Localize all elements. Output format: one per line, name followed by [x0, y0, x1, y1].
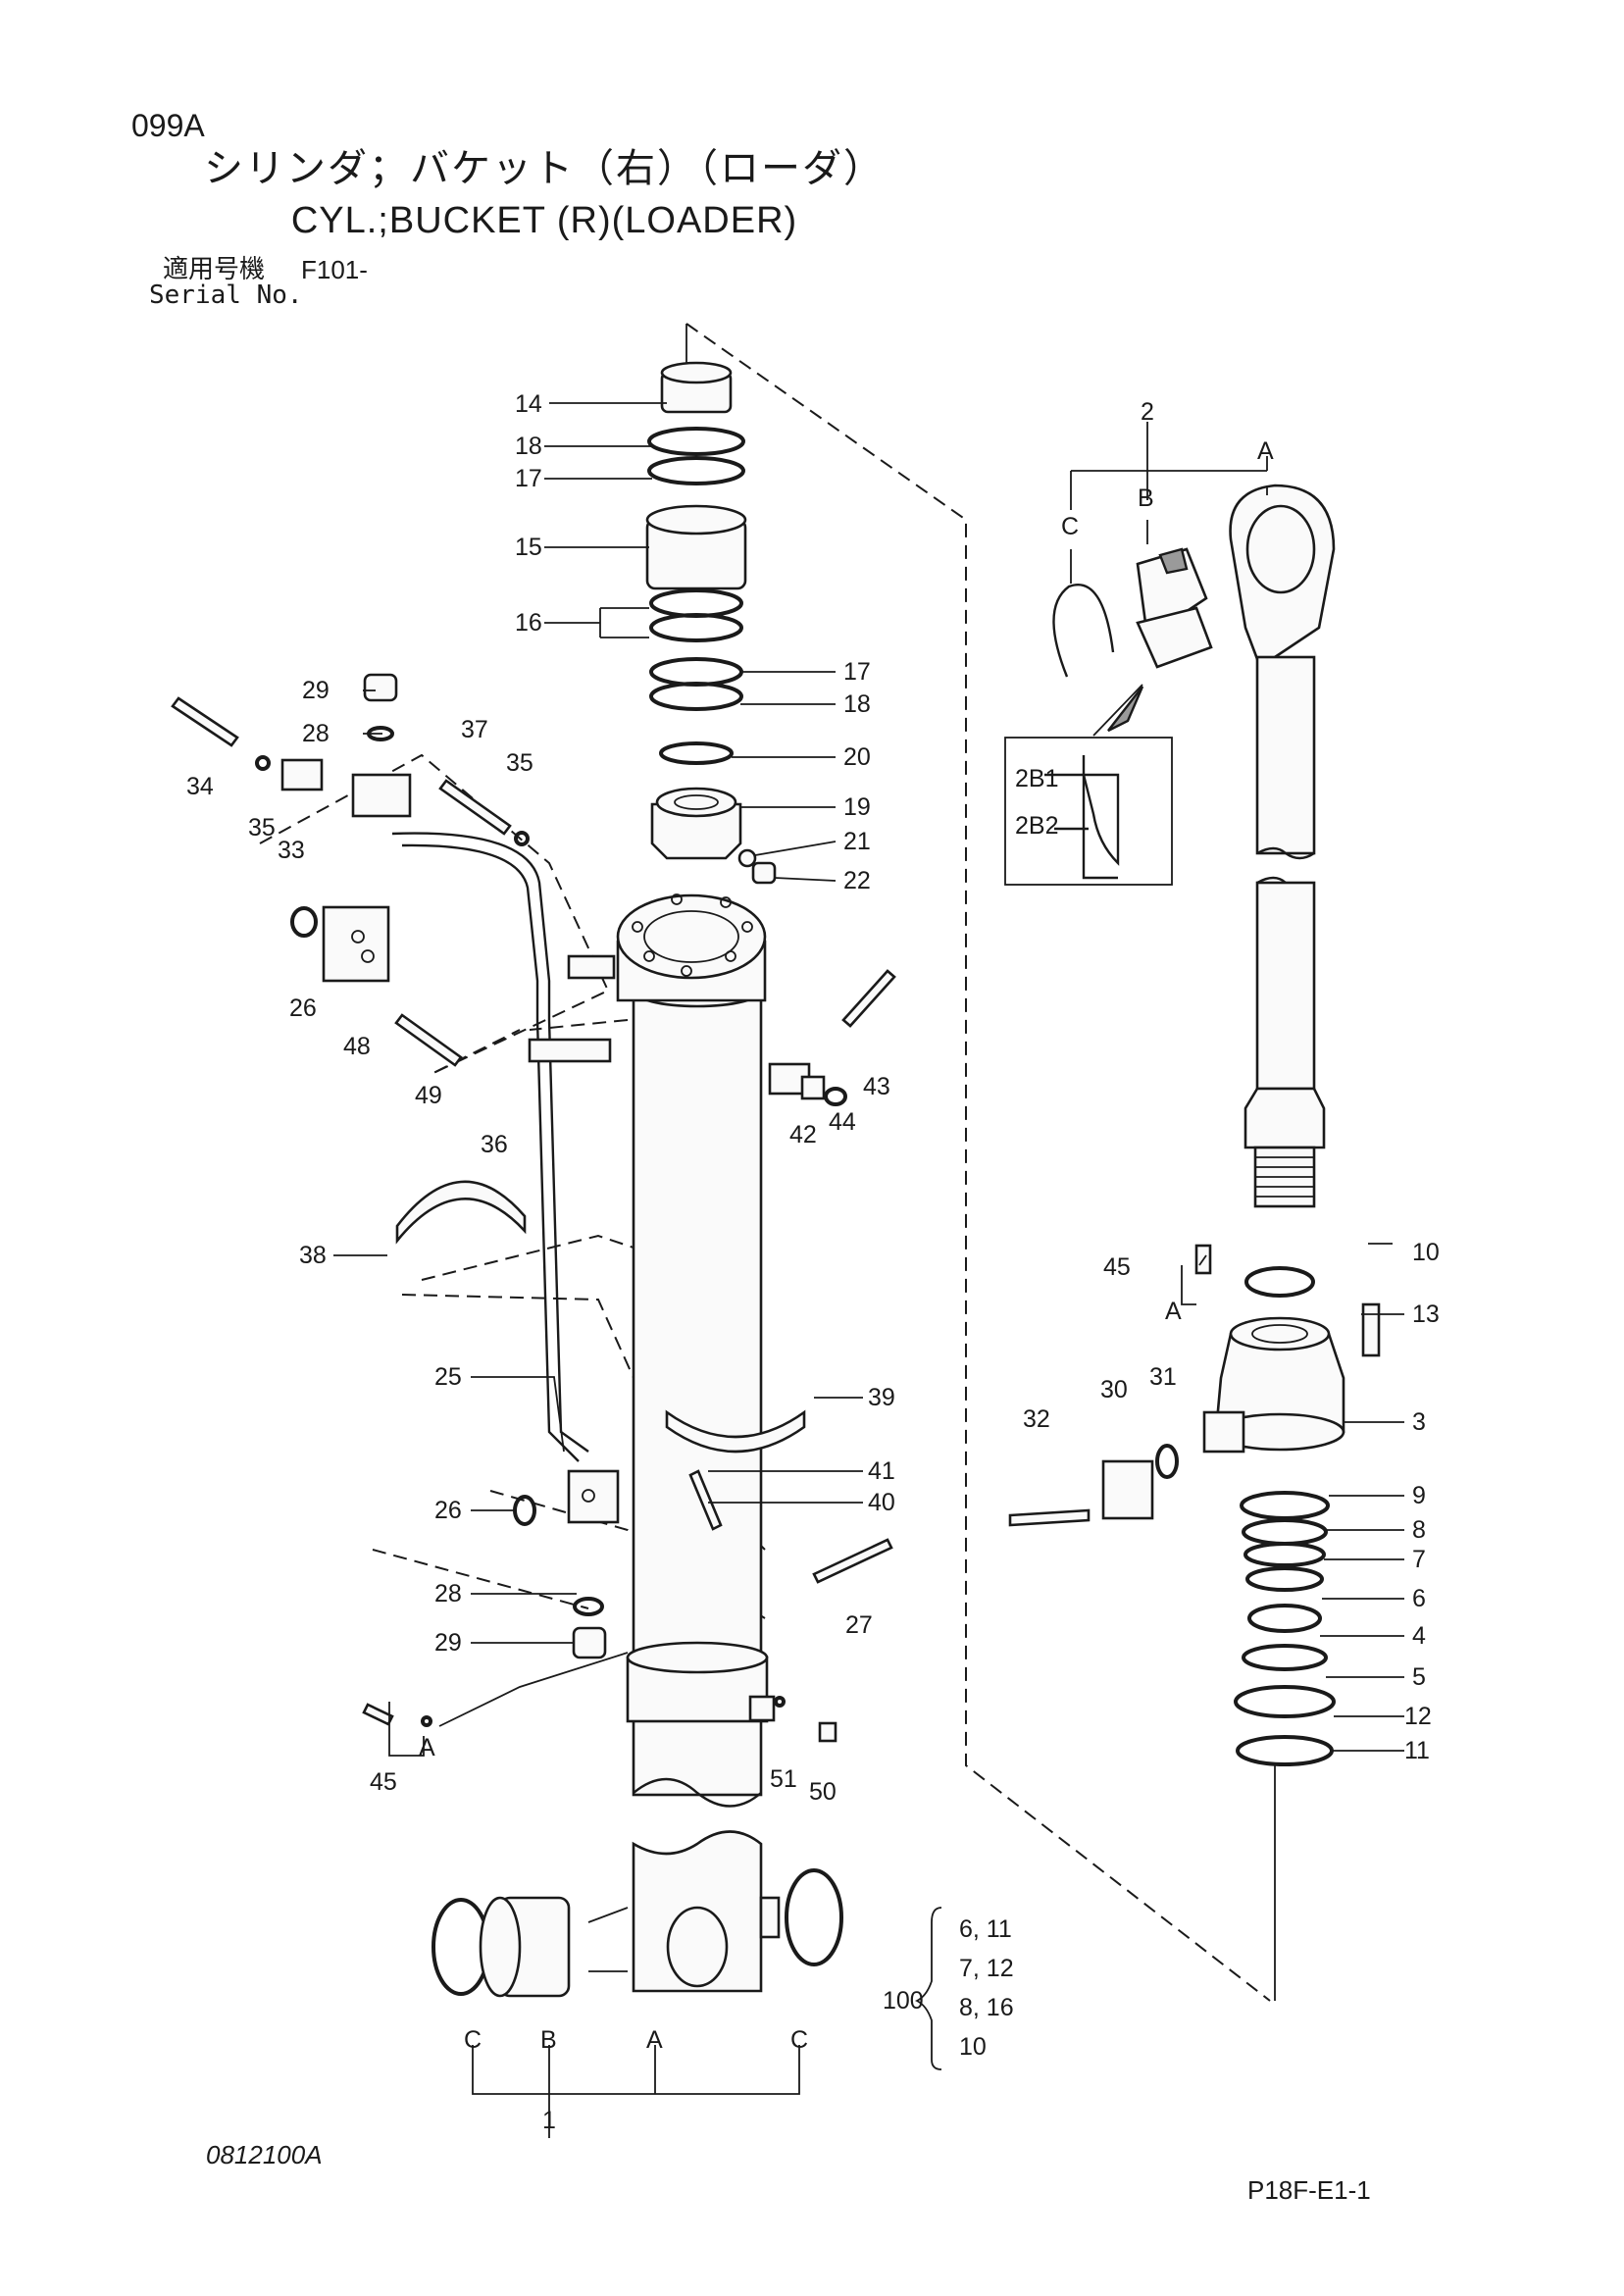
callout-11: 11 [1404, 1737, 1430, 1764]
kit-item-3: 8, 16 [959, 1994, 1014, 2021]
callout-18: 18 [515, 433, 542, 460]
callout-10: 10 [1412, 1239, 1440, 1266]
callout-25: 25 [434, 1363, 462, 1391]
callout-29: 29 [302, 677, 330, 704]
callout-38: 38 [299, 1242, 327, 1269]
callout-31: 31 [1149, 1363, 1177, 1391]
serial-label-english: Serial No. [149, 281, 303, 310]
detail-label-2b1: 2B1 [1015, 765, 1058, 792]
callout-26: 26 [289, 995, 317, 1022]
callout-32: 32 [1023, 1405, 1050, 1433]
callout-27: 27 [845, 1611, 873, 1639]
callout-44: 44 [829, 1108, 856, 1136]
callout-17: 17 [515, 465, 542, 492]
callout-19: 19 [843, 793, 871, 821]
serial-label-japanese: 適用号機 [163, 255, 266, 284]
callout-35-right: 35 [506, 749, 533, 777]
head-stack-parts [645, 361, 777, 885]
callout-8: 8 [1412, 1516, 1426, 1544]
leader-lines [333, 402, 1404, 2138]
callout-17-lower: 17 [843, 658, 871, 686]
kit-number: 100 [883, 1987, 924, 2015]
kit-item-1: 6, 11 [959, 1915, 1012, 1943]
title-japanese: シリンダ；バケット（右）（ローダ） [204, 146, 885, 191]
callout-2a: A [1257, 437, 1274, 465]
callout-20: 20 [843, 743, 871, 771]
piston-rod-group [1004, 484, 1336, 1298]
callout-18-lower: 18 [843, 690, 871, 718]
callout-labels: 14 18 17 15 16 17 18 20 19 21 22 29 28 3… [186, 390, 1440, 2134]
callout-6: 6 [1412, 1585, 1426, 1612]
callout-13: 13 [1412, 1301, 1440, 1328]
callout-48: 48 [343, 1033, 371, 1060]
callout-45-lower: 45 [370, 1768, 397, 1796]
callout-33: 33 [278, 837, 305, 864]
cylinder-tube [616, 893, 781, 1993]
callout-29-lower: 29 [434, 1629, 462, 1657]
title-english: CYL.;BUCKET (R)(LOADER) [290, 200, 798, 241]
bottom-bushing-and-seals [431, 1868, 843, 1998]
callout-a-lower: A [419, 1734, 435, 1761]
callout-c-right: C [790, 2026, 808, 2054]
drawing-number: 0812100A [206, 2140, 323, 2169]
callout-51: 51 [770, 1765, 797, 1793]
callout-28-lower: 28 [434, 1580, 462, 1607]
callout-14: 14 [515, 390, 542, 418]
callout-35: 35 [248, 814, 276, 842]
callout-a-bottom: A [646, 2026, 663, 2054]
callout-1: 1 [542, 2107, 556, 2134]
page-reference: P18F-E1-1 [1247, 2175, 1371, 2205]
callout-16: 16 [515, 609, 542, 637]
callout-22: 22 [843, 867, 871, 894]
callout-c-left: C [464, 2026, 482, 2054]
callout-28: 28 [302, 720, 330, 747]
piping-and-fittings [322, 773, 811, 1524]
bolts [171, 696, 1381, 1743]
callout-5: 5 [1412, 1663, 1426, 1691]
kit-item-2: 7, 12 [959, 1955, 1014, 1982]
callout-12: 12 [1404, 1703, 1432, 1730]
callout-41: 41 [868, 1457, 895, 1485]
callout-21: 21 [843, 828, 871, 855]
callout-37: 37 [461, 716, 488, 743]
callout-9: 9 [1412, 1482, 1426, 1509]
callout-36: 36 [481, 1131, 508, 1158]
callout-45: 45 [1103, 1253, 1131, 1281]
callout-34: 34 [186, 773, 214, 800]
assembly-frame-lines [259, 323, 1271, 2002]
detail-label-2b2: 2B2 [1015, 812, 1058, 840]
diagram-code: 099A [131, 108, 205, 143]
small-fittings [255, 673, 847, 1727]
callout-a-head: A [1165, 1298, 1182, 1325]
callout-2b: B [1138, 485, 1154, 512]
callout-4: 4 [1412, 1622, 1426, 1650]
callout-b-bush: B [540, 2026, 557, 2054]
callout-2: 2 [1141, 398, 1154, 426]
callout-43: 43 [863, 1073, 890, 1100]
callout-42: 42 [789, 1121, 817, 1148]
callout-30: 30 [1100, 1376, 1128, 1403]
rod-head-group [1101, 1316, 1345, 2001]
serial-value: F101- [301, 255, 368, 284]
callout-15: 15 [515, 534, 542, 561]
callout-49: 49 [415, 1082, 442, 1109]
callout-50: 50 [809, 1778, 837, 1806]
callout-26-lower: 26 [434, 1497, 462, 1524]
callout-7: 7 [1412, 1546, 1426, 1573]
kit-item-4: 10 [959, 2033, 987, 2061]
callout-40: 40 [868, 1489, 895, 1516]
callout-2c: C [1061, 513, 1079, 540]
callout-3: 3 [1412, 1408, 1426, 1436]
callout-39: 39 [868, 1384, 895, 1411]
